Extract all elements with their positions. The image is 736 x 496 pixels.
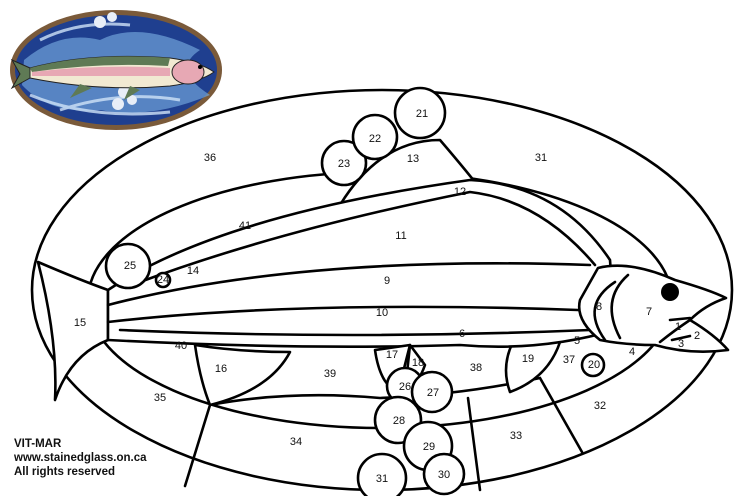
piece-label: 21 — [416, 108, 428, 120]
credit-website: www.stainedglass.on.ca — [14, 452, 147, 464]
credit-rights: All rights reserved — [14, 466, 115, 478]
piece-label: 31 — [376, 473, 388, 485]
piece-label: 1 — [675, 321, 681, 333]
piece-label: 4 — [629, 346, 635, 358]
piece-label: 28 — [393, 415, 405, 427]
body-stripe — [118, 328, 592, 337]
piece-numbers: 1 2 3 4 5 6 7 8 9 10 11 12 13 14 15 16 1… — [74, 108, 700, 485]
piece-label: 30 — [438, 469, 450, 481]
piece-label: 39 — [324, 368, 336, 380]
piece-label: 13 — [407, 153, 419, 165]
bubble — [580, 352, 606, 378]
piece-label: 14 — [187, 265, 199, 277]
piece-label: 3 — [678, 338, 684, 350]
fish-head — [577, 264, 730, 353]
piece-label: 27 — [427, 387, 439, 399]
piece-label: 31 — [535, 152, 547, 164]
piece-label: 32 — [594, 400, 606, 412]
piece-label: 16 — [215, 363, 227, 375]
piece-label: 25 — [124, 260, 136, 272]
piece-label: 29 — [423, 441, 435, 453]
piece-label: 2 — [694, 330, 700, 342]
piece-label: 19 — [522, 353, 534, 365]
piece-label: 33 — [510, 430, 522, 442]
bubble — [104, 242, 152, 290]
lead-line — [183, 376, 584, 492]
bubble — [154, 271, 172, 289]
piece-label: 38 — [470, 362, 482, 374]
pelvic-fin — [193, 343, 292, 407]
piece-label: 35 — [154, 392, 166, 404]
piece-label: 24 — [157, 274, 169, 286]
body-stripe — [106, 305, 580, 324]
fish-tail — [36, 260, 110, 402]
piece-label: 10 — [376, 307, 388, 319]
credit-title: VIT-MAR — [14, 438, 62, 450]
body-stripe — [106, 262, 592, 307]
piece-label: 8 — [596, 301, 602, 313]
piece-label: 17 — [386, 349, 398, 361]
fish-eye — [661, 283, 679, 301]
piece-label: 37 — [563, 354, 575, 366]
piece-label: 34 — [290, 436, 302, 448]
piece-label: 18 — [412, 357, 424, 369]
fish-body — [106, 178, 617, 348]
piece-label: 5 — [574, 335, 580, 347]
piece-label: 12 — [454, 186, 466, 198]
piece-label: 15 — [74, 317, 86, 329]
body-stripe — [138, 190, 597, 284]
piece-label: 9 — [384, 275, 390, 287]
bubbles-bottom — [356, 343, 466, 496]
piece-label: 11 — [395, 230, 406, 242]
piece-label: 36 — [204, 152, 216, 164]
piece-label: 20 — [588, 359, 600, 371]
piece-label: 6 — [459, 328, 465, 340]
piece-label: 41 — [239, 220, 251, 232]
finished-panel-thumbnail — [10, 10, 222, 130]
piece-label: 26 — [399, 381, 411, 393]
piece-label: 40 — [175, 340, 187, 352]
piece-label: 23 — [338, 158, 350, 170]
piece-label: 7 — [646, 306, 652, 318]
piece-label: 22 — [369, 133, 381, 145]
